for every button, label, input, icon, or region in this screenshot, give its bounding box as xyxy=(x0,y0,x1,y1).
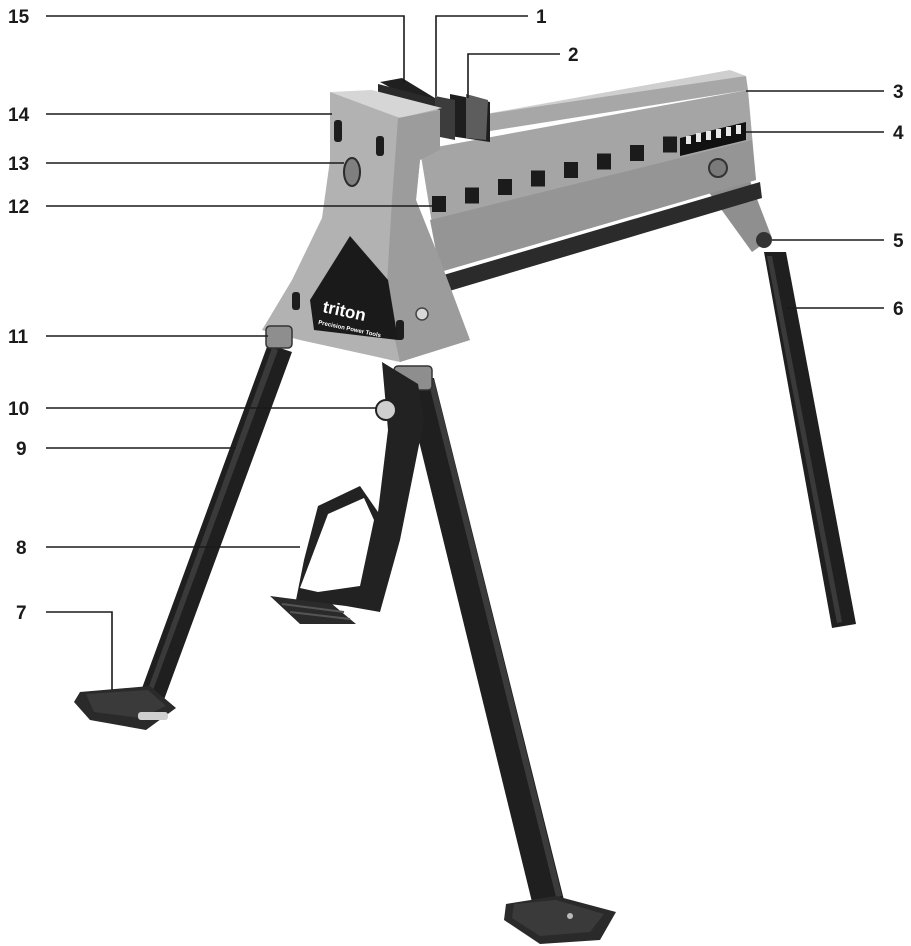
beam-knob xyxy=(708,158,728,178)
callout-8: 8 xyxy=(16,538,27,559)
front-right-leg xyxy=(404,378,564,902)
frame-slot-lower-left xyxy=(292,292,300,310)
callout-14: 14 xyxy=(8,105,30,126)
beam-slot xyxy=(564,162,578,178)
leader-7 xyxy=(46,611,113,690)
front-right-leg-highlight xyxy=(428,380,562,897)
pedal-knob xyxy=(375,399,397,421)
beam-top-edge xyxy=(480,76,748,132)
callout-leaders xyxy=(46,15,884,690)
beam-slot xyxy=(498,179,512,195)
callout-6: 6 xyxy=(893,299,904,320)
callout-5: 5 xyxy=(893,231,904,252)
callout-11: 11 xyxy=(8,327,29,348)
callout-13: 13 xyxy=(8,154,29,175)
callout-2: 2 xyxy=(568,45,579,66)
beam-slot xyxy=(597,153,611,170)
warning-label-panel xyxy=(680,122,746,156)
front-frame-top xyxy=(330,90,442,118)
callout-4: 4 xyxy=(893,123,904,144)
beam-slots xyxy=(432,136,677,212)
left-foot-clip xyxy=(138,712,168,720)
leader-15 xyxy=(46,15,405,82)
beam-front-shade xyxy=(430,140,756,272)
right-foot-top xyxy=(512,900,604,936)
callout-15: 15 xyxy=(8,7,30,28)
beam-slot xyxy=(531,170,545,187)
callout-12: 12 xyxy=(8,197,29,218)
frame-bolt xyxy=(415,307,429,321)
beam-slot xyxy=(630,145,644,161)
frame-slot-lower-right xyxy=(396,320,404,340)
front-frame-side-shade xyxy=(386,110,470,362)
beam-slot xyxy=(465,187,479,204)
left-foot-top xyxy=(86,690,166,718)
beam-underside xyxy=(440,182,762,292)
callout-10: 10 xyxy=(8,399,29,420)
foot-pedal-rib-1 xyxy=(281,603,345,613)
leader-2 xyxy=(467,53,560,98)
frame-slot-left xyxy=(334,120,342,142)
callout-3: 3 xyxy=(893,82,904,103)
lock-knob xyxy=(343,157,361,187)
front-left-leg-highlight xyxy=(140,348,278,712)
callout-numbers: 15 1 2 3 4 5 6 7 8 9 10 11 12 13 14 xyxy=(8,7,904,624)
beam-slot xyxy=(432,196,446,212)
frame-slot-right xyxy=(376,136,384,156)
beam-slot xyxy=(663,136,677,153)
logo-plate xyxy=(310,236,398,340)
left-leg-hinge xyxy=(265,325,293,349)
callout-9: 9 xyxy=(16,439,27,460)
foot-pedal-rib-2 xyxy=(289,611,351,620)
workbench-illustration: triton Precision Power Tools xyxy=(74,70,856,944)
leader-1 xyxy=(435,15,528,96)
jaw-pad xyxy=(466,94,488,140)
front-left-leg xyxy=(134,344,292,716)
callout-1: 1 xyxy=(536,7,547,28)
right-foot-bolt xyxy=(567,913,573,919)
rear-leg-highlight xyxy=(767,256,842,623)
callout-7: 7 xyxy=(16,603,27,624)
pedal-cutout xyxy=(300,498,374,592)
rear-leg-knob xyxy=(756,232,772,248)
